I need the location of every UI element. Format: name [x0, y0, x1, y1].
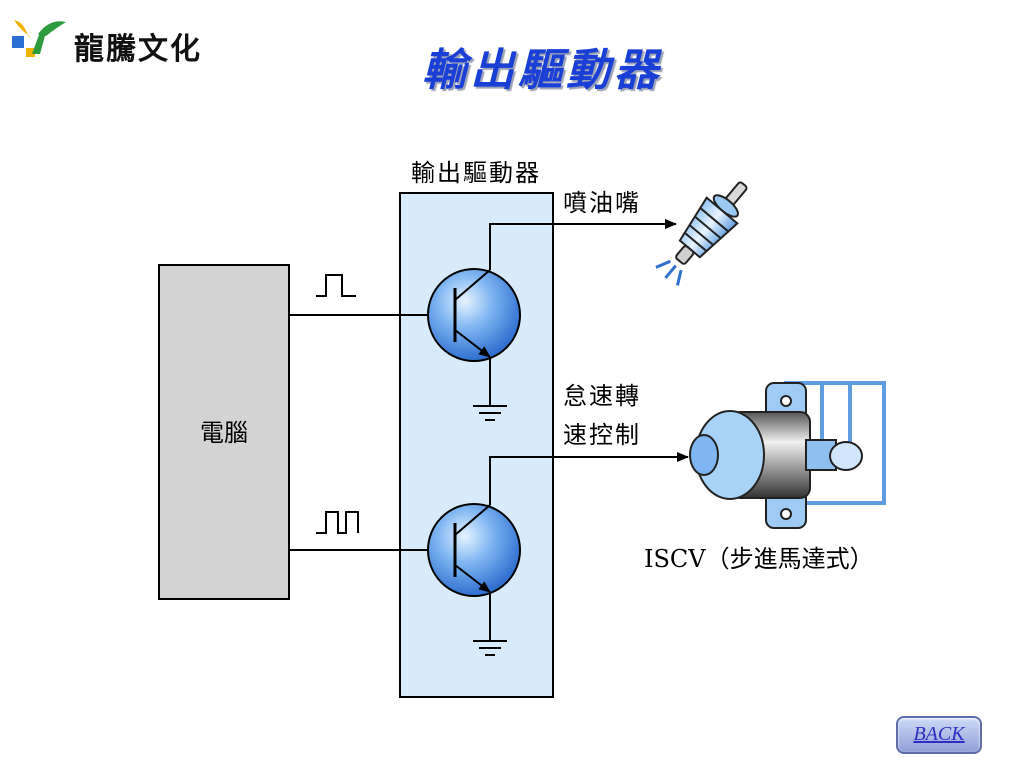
iscv-label: ISCV（步進馬達式）	[644, 545, 874, 573]
transistor-2	[427, 503, 521, 597]
ground-icon	[473, 640, 507, 656]
idle-control-label-line1: 怠速轉	[563, 382, 641, 410]
logo: 龍騰文化	[10, 14, 210, 67]
logo-mark-icon	[12, 20, 66, 57]
back-button-label: BACK	[913, 723, 965, 745]
page-title: 輸出驅動器	[422, 45, 662, 96]
iscv-stepper-motor-icon	[689, 381, 886, 529]
back-button[interactable]: BACK	[896, 716, 982, 754]
computer-label: 電腦	[200, 419, 248, 447]
computer-box: 電腦	[158, 264, 290, 600]
pulse-train-signal-icon	[316, 511, 359, 534]
pulse-signal-icon	[316, 274, 356, 297]
logo-text: 龍騰文化	[74, 32, 202, 67]
fuel-injector-icon	[655, 181, 748, 286]
driver-label: 輸出驅動器	[411, 159, 541, 187]
idle-control-label-line2: 速控制	[563, 421, 641, 449]
ground-icon	[473, 405, 507, 421]
transistor-1	[427, 268, 521, 362]
injector-label: 噴油嘴	[563, 189, 641, 217]
